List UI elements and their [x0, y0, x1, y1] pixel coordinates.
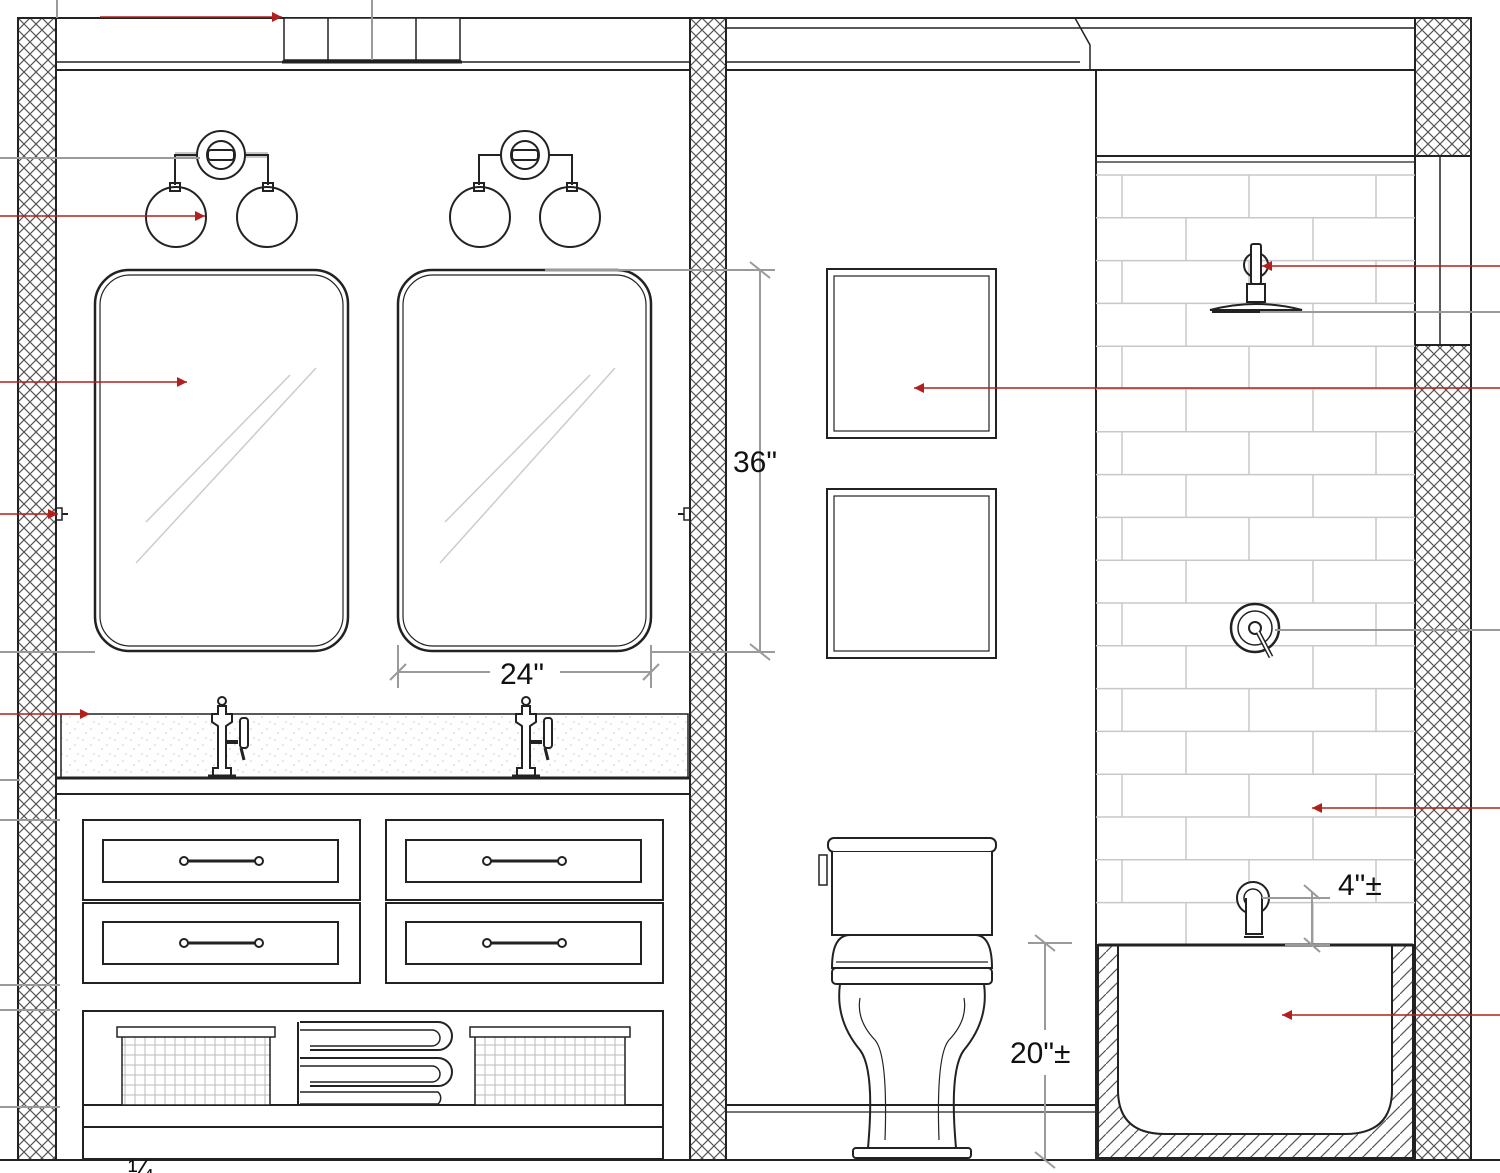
shower-tile — [1096, 155, 1415, 945]
dimension-20 — [1034, 934, 1056, 1169]
wall-hatch-right — [1414, 17, 1472, 1161]
dimension-label-4: 4"± — [1338, 869, 1382, 902]
wall-hooks — [55, 507, 691, 521]
sconce-left — [145, 130, 298, 248]
basket-left — [116, 1026, 276, 1106]
dimension-label-20: 20"± — [1010, 1037, 1070, 1070]
mirror-left — [93, 268, 350, 653]
baseboard — [726, 1104, 1096, 1113]
vanity-countertop — [57, 713, 690, 795]
wall-hatch-left — [17, 17, 57, 1161]
basket-right — [469, 1026, 631, 1106]
callout-arrows — [0, 12, 1500, 1020]
partial-label: ¼ — [128, 1154, 154, 1173]
mirror-right — [396, 268, 653, 653]
drawer-pulls — [179, 856, 567, 948]
art-frame-upper — [826, 268, 997, 439]
dimension-label-24: 24" — [500, 658, 544, 691]
vanity-cabinet — [82, 819, 664, 1160]
faucet-right — [512, 696, 553, 778]
sconce-right — [449, 130, 601, 248]
shower-valve — [1229, 602, 1281, 659]
toilet — [818, 837, 997, 1159]
shower-head — [1209, 243, 1303, 313]
art-frame-lower — [826, 488, 997, 659]
folded-towels — [297, 1021, 453, 1105]
wall-hatch-center — [689, 17, 727, 1161]
tub-spout — [1236, 881, 1270, 938]
dimension-36 — [749, 261, 771, 661]
bathtub — [1097, 943, 1414, 1159]
dimension-label-36: 36" — [733, 446, 777, 479]
faucet-left — [208, 696, 249, 778]
dimension-24 — [389, 645, 660, 688]
leader-lines — [0, 0, 1500, 1108]
dimension-4 — [1285, 884, 1330, 953]
